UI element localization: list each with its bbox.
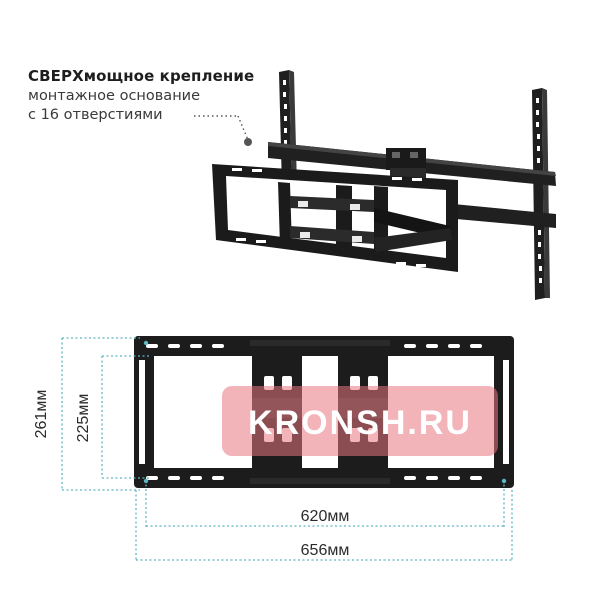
dimension-outer-width: 656мм (301, 542, 350, 559)
swing-arm (374, 208, 452, 252)
right-tv-rail (532, 88, 550, 300)
watermark: KRONSH.RU (222, 386, 498, 456)
dimension-lines (61, 337, 513, 562)
wall-plate-3d (212, 164, 458, 272)
callout-title: СВЕРХмощное крепление (28, 67, 255, 85)
dimension-outer-height: 261мм (33, 390, 50, 439)
dimension-markers (143, 340, 507, 484)
feature-callout: СВЕРХмощное крепление монтажное основани… (28, 67, 254, 125)
dimension-inner-width: 620мм (301, 508, 350, 525)
center-clamp (386, 148, 426, 178)
watermark-text: KRONSH.RU (248, 404, 472, 442)
callout-line-1: монтажное основание (28, 88, 201, 104)
frame-slots (146, 344, 482, 480)
callout-line-2: с 16 отверстиями (28, 107, 163, 123)
dimension-inner-height: 225мм (75, 394, 92, 443)
callout-leader (194, 115, 252, 146)
rail-holes (283, 80, 542, 283)
bracket-3d (212, 70, 556, 300)
